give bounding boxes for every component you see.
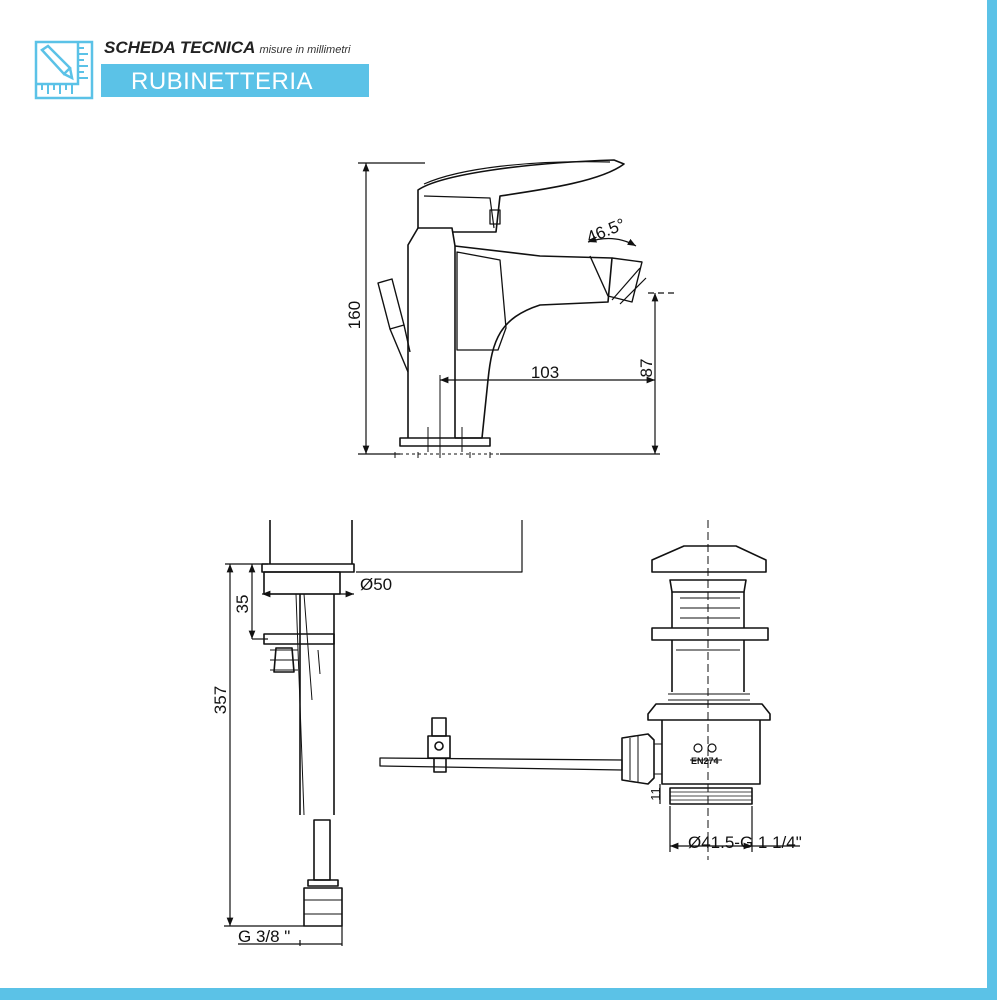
- dim-base-diameter: Ø50: [360, 575, 392, 594]
- category-label: RUBINETTERIA: [131, 68, 314, 95]
- dimension-lines-drain: [659, 784, 800, 852]
- faucet-side-view: [377, 159, 676, 458]
- dim-hose-length: 357: [211, 686, 230, 714]
- drain-standard-stamp: EN274: [691, 756, 719, 766]
- dim-aerator-angle: 46.5°: [584, 215, 628, 248]
- category-band: RUBINETTERIA: [101, 64, 369, 97]
- frame-bottom-border: [0, 988, 997, 1000]
- dim-hose-thread: G 3/8 ": [238, 927, 290, 946]
- dimension-lines-bottom: [224, 563, 354, 946]
- dimension-lines-top: [358, 162, 660, 455]
- dim-spout-height: 87: [637, 359, 656, 378]
- dim-mount-thickness: 35: [233, 595, 252, 614]
- dim-drain-small: 11: [648, 787, 663, 801]
- mounting-hose-view: [261, 520, 523, 927]
- sheet-subtitle: misure in millimetri: [259, 44, 351, 56]
- frame-right-border: [987, 0, 997, 1000]
- pop-up-waste-drain: [379, 520, 771, 860]
- dim-total-height: 160: [345, 301, 364, 329]
- dim-drain-size: Ø41.5-G 1 1/4": [688, 833, 802, 852]
- ruler-pencil-icon: [34, 40, 94, 100]
- dim-spout-reach: 103: [531, 363, 559, 382]
